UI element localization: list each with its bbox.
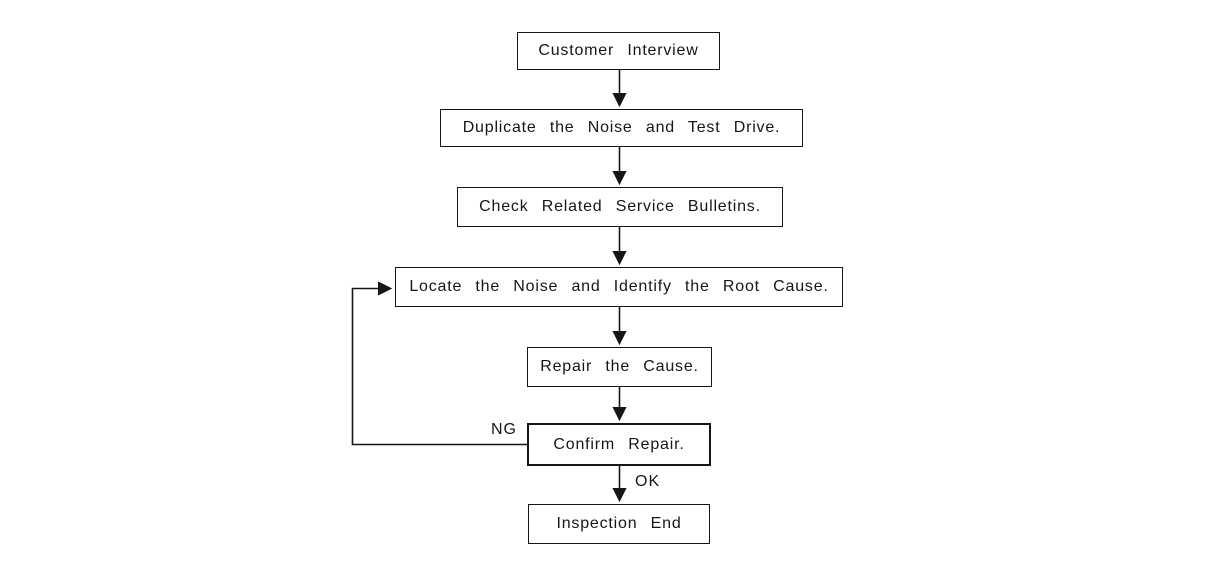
flow-step-label: Duplicate the Noise and Test Drive. [462,119,781,136]
edge-label-ng: NG [491,421,517,438]
flow-step-repair-cause: Repair the Cause. [527,347,712,387]
edge-label-ok: OK [635,473,661,490]
flow-step-label: Repair the Cause. [540,358,699,375]
flow-step-customer-interview: Customer Interview [517,32,720,70]
flow-step-confirm-repair: Confirm Repair. [527,423,711,466]
flow-step-label: Inspection End [556,515,682,532]
flow-step-check-service-bulletins: Check Related Service Bulletins. [457,187,783,227]
flow-step-label: Confirm Repair. [553,435,685,453]
flow-step-label: Locate the Noise and Identify the Root C… [409,278,829,295]
flow-step-locate-noise-root-cause: Locate the Noise and Identify the Root C… [395,267,843,307]
flow-step-duplicate-noise-test-drive: Duplicate the Noise and Test Drive. [440,109,803,147]
flow-step-label: Check Related Service Bulletins. [479,198,761,215]
flow-step-inspection-end: Inspection End [528,504,710,544]
flow-step-label: Customer Interview [538,42,699,59]
